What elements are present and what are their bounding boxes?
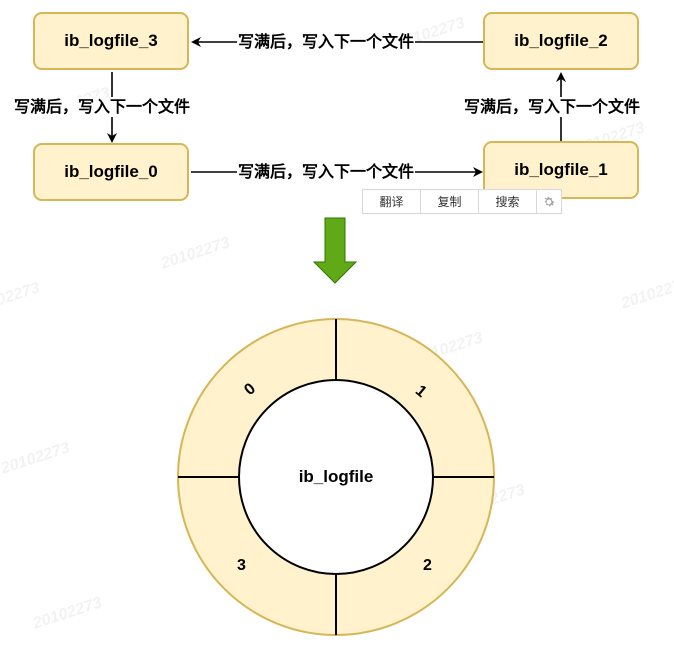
edge-label-0-to-1: 写满后，写入下一个文件 (237, 162, 416, 182)
copy-button[interactable]: 复制 (421, 190, 479, 213)
node-label: ib_logfile_2 (514, 31, 608, 50)
gear-icon (544, 196, 555, 206)
node-label: ib_logfile_1 (514, 160, 608, 179)
node-ib-logfile-2: ib_logfile_2 (483, 12, 639, 70)
translate-button[interactable]: 翻译 (363, 190, 421, 213)
context-popup: 翻译 复制 搜索 (362, 189, 562, 214)
ring-segment-3: 3 (237, 557, 246, 574)
node-ib-logfile-0: ib_logfile_0 (33, 143, 189, 201)
node-label: ib_logfile_3 (64, 31, 158, 50)
ring-segment-2: 2 (423, 557, 432, 574)
node-label: ib_logfile_0 (64, 162, 158, 181)
node-ib-logfile-3: ib_logfile_3 (33, 12, 189, 70)
edge-label-1-to-2: 写满后，写入下一个文件 (463, 97, 642, 117)
log-ring (177, 318, 495, 636)
edge-label-2-to-3: 写满后，写入下一个文件 (237, 32, 416, 52)
down-arrow-icon (312, 217, 358, 284)
ring-center-label: ib_logfile (298, 467, 374, 486)
search-button[interactable]: 搜索 (479, 190, 537, 213)
settings-button[interactable] (537, 190, 561, 213)
edge-label-3-to-0: 写满后，写入下一个文件 (13, 97, 192, 117)
